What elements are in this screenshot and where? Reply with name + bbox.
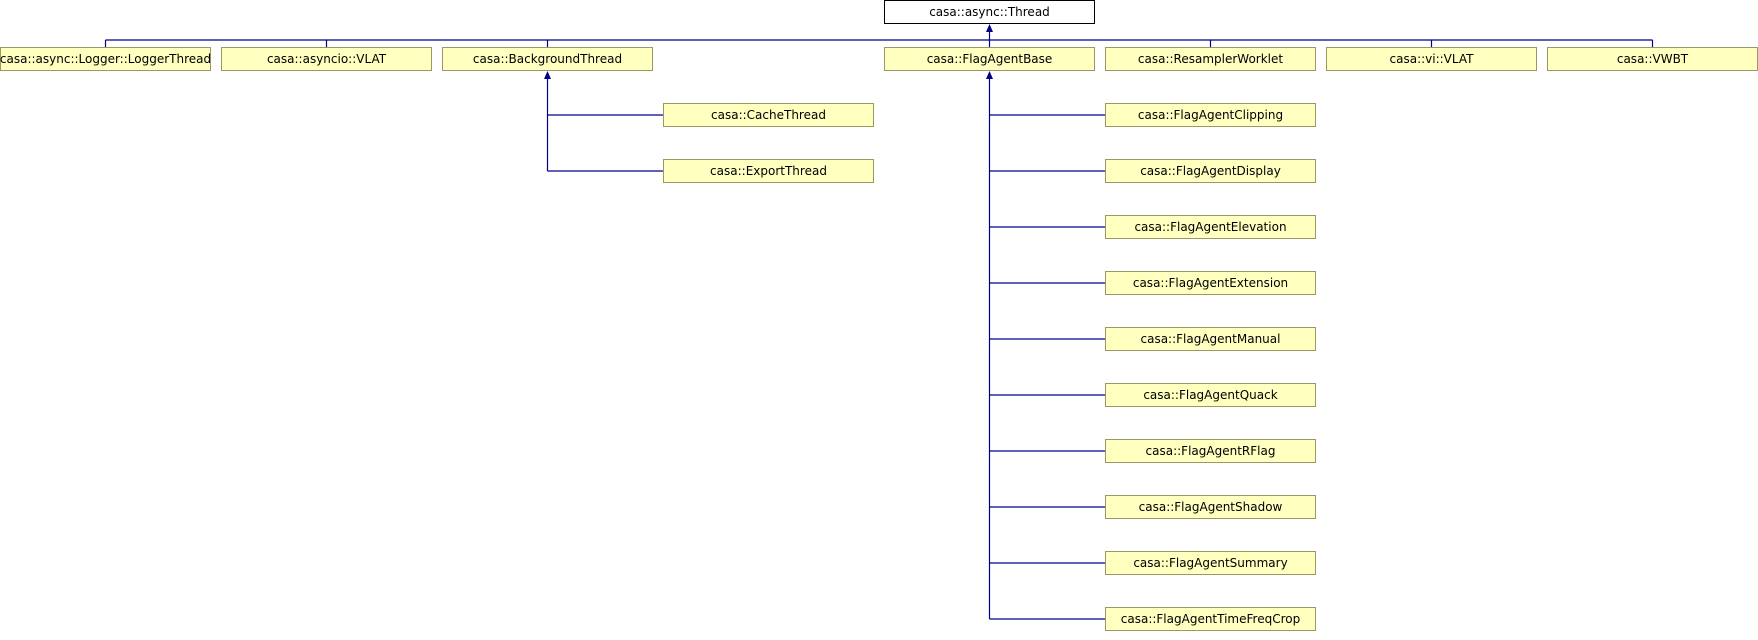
class-node-flagagentrflag[interactable]: casa::FlagAgentRFlag xyxy=(1105,439,1316,463)
class-node-resamplerworklet-box xyxy=(1105,47,1316,71)
class-node-flagagentshadow-label: casa::FlagAgentShadow xyxy=(1139,500,1283,514)
class-node-flagagentextension-box xyxy=(1105,271,1316,295)
class-node-flagagentshadow-box xyxy=(1105,495,1316,519)
class-node-asyncio-vlat-box xyxy=(221,47,432,71)
class-node-asyncio-vlat[interactable]: casa::asyncio::VLAT xyxy=(221,47,432,71)
class-node-vi-vlat-box xyxy=(1326,47,1537,71)
class-node-flagagentelevation[interactable]: casa::FlagAgentElevation xyxy=(1105,215,1316,239)
class-node-loggerthread-label: casa::async::Logger::LoggerThread xyxy=(0,52,211,66)
class-node-flagagenttimefreqcrop[interactable]: casa::FlagAgentTimeFreqCrop xyxy=(1105,607,1316,631)
class-node-flagagentsummary-label: casa::FlagAgentSummary xyxy=(1133,556,1287,570)
class-node-flagagentrflag-label: casa::FlagAgentRFlag xyxy=(1146,444,1276,458)
class-node-flagagentbase-box xyxy=(884,47,1095,71)
class-node-flagagenttimefreqcrop-box xyxy=(1105,607,1316,631)
inheritance-edges xyxy=(104,24,1654,620)
class-node-flagagentextension-label: casa::FlagAgentExtension xyxy=(1133,276,1288,290)
class-node-flagagentsummary[interactable]: casa::FlagAgentSummary xyxy=(1105,551,1316,575)
class-node-loggerthread-box xyxy=(0,47,211,71)
class-node-cachethread[interactable]: casa::CacheThread xyxy=(663,103,874,127)
class-node-flagagentdisplay[interactable]: casa::FlagAgentDisplay xyxy=(1105,159,1316,183)
class-node-exportthread-box xyxy=(663,159,874,183)
class-node-flagagentmanual-box xyxy=(1105,327,1316,351)
class-node-flagagentbase-label: casa::FlagAgentBase xyxy=(927,52,1053,66)
class-node-flagagentrflag-box xyxy=(1105,439,1316,463)
inheritance-arrowhead-backgroundthread xyxy=(544,71,551,79)
class-node-flagagentsummary-box xyxy=(1105,551,1316,575)
class-node-asyncio-vlat-label: casa::asyncio::VLAT xyxy=(267,52,387,66)
class-node-flagagentshadow[interactable]: casa::FlagAgentShadow xyxy=(1105,495,1316,519)
class-node-flagagentbase[interactable]: casa::FlagAgentBase xyxy=(884,47,1095,71)
class-node-exportthread-label: casa::ExportThread xyxy=(710,164,827,178)
class-node-flagagentclipping[interactable]: casa::FlagAgentClipping xyxy=(1105,103,1316,127)
class-node-flagagentclipping-label: casa::FlagAgentClipping xyxy=(1138,108,1283,122)
class-node-vwbt-label: casa::VWBT xyxy=(1617,52,1689,66)
class-node-backgroundthread-box xyxy=(442,47,653,71)
class-node-thread-label: casa::async::Thread xyxy=(929,5,1050,19)
class-node-flagagentextension[interactable]: casa::FlagAgentExtension xyxy=(1105,271,1316,295)
class-node-loggerthread[interactable]: casa::async::Logger::LoggerThread xyxy=(0,47,211,71)
class-node-thread[interactable]: casa::async::Thread xyxy=(884,0,1095,24)
inheritance-arrowhead-flagagentbase xyxy=(986,71,993,79)
class-node-flagagentclipping-box xyxy=(1105,103,1316,127)
class-node-flagagentmanual[interactable]: casa::FlagAgentManual xyxy=(1105,327,1316,351)
class-node-backgroundthread[interactable]: casa::BackgroundThread xyxy=(442,47,653,71)
class-node-flagagentelevation-label: casa::FlagAgentElevation xyxy=(1134,220,1286,234)
class-node-vi-vlat-label: casa::vi::VLAT xyxy=(1390,52,1475,66)
class-node-exportthread[interactable]: casa::ExportThread xyxy=(663,159,874,183)
class-node-flagagentelevation-box xyxy=(1105,215,1316,239)
class-node-cachethread-box xyxy=(663,103,874,127)
inheritance-arrowhead-root xyxy=(986,24,993,32)
class-node-flagagentquack[interactable]: casa::FlagAgentQuack xyxy=(1105,383,1316,407)
class-node-flagagentquack-label: casa::FlagAgentQuack xyxy=(1143,388,1277,402)
class-node-resamplerworklet-label: casa::ResamplerWorklet xyxy=(1138,52,1283,66)
class-node-thread-box xyxy=(884,0,1095,24)
class-node-vi-vlat[interactable]: casa::vi::VLAT xyxy=(1326,47,1537,71)
class-node-flagagentmanual-label: casa::FlagAgentManual xyxy=(1141,332,1281,346)
class-node-flagagentdisplay-label: casa::FlagAgentDisplay xyxy=(1140,164,1281,178)
class-node-vwbt[interactable]: casa::VWBT xyxy=(1547,47,1758,71)
class-node-flagagentdisplay-box xyxy=(1105,159,1316,183)
class-node-cachethread-label: casa::CacheThread xyxy=(711,108,826,122)
class-node-flagagentquack-box xyxy=(1105,383,1316,407)
class-node-resamplerworklet[interactable]: casa::ResamplerWorklet xyxy=(1105,47,1316,71)
class-node-backgroundthread-label: casa::BackgroundThread xyxy=(473,52,622,66)
class-node-flagagenttimefreqcrop-label: casa::FlagAgentTimeFreqCrop xyxy=(1121,612,1300,626)
